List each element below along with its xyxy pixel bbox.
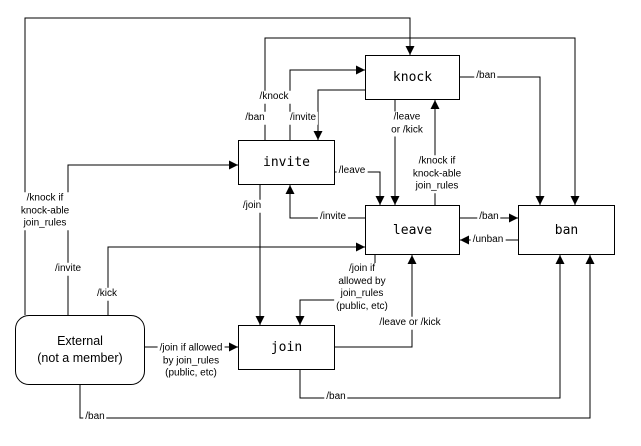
- node-knock: knock: [365, 55, 460, 100]
- edge-label-leave-to-ban: /ban: [477, 210, 501, 224]
- edge-knock-to-invite: [313, 89, 365, 140]
- edge-label-external-to-knock: /knock if knock-able join_rules: [18, 192, 72, 230]
- edge-label-external-to-leave: /kick: [95, 287, 119, 301]
- edge-label-leave-to-knock: /knock if knock-able join_rules: [410, 155, 464, 193]
- edge-label-join-to-ban: /ban: [324, 390, 348, 404]
- edge-label-invite-to-join: /join: [240, 199, 264, 213]
- edge-external-to-knock: [24, 17, 415, 315]
- edge-label-leave-to-invite: /invite: [317, 210, 349, 224]
- edge-label-invite-to-ban: /ban: [243, 111, 267, 125]
- node-invite: invite: [238, 140, 335, 185]
- edge-label-invite-to-knock: /knock: [257, 90, 291, 104]
- edge-label-knock-to-invite: /invite: [287, 111, 319, 125]
- edge-invite-to-knock: [289, 65, 365, 140]
- edge-external-to-leave: [107, 242, 365, 315]
- edge-label-ban-to-leave: /unban: [470, 233, 506, 247]
- edge-label-knock-to-leave: /leave or /kick: [389, 111, 425, 137]
- node-leave: leave: [365, 205, 460, 255]
- edge-label-external-to-join: /join if allowed by join_rules (public, …: [157, 342, 225, 380]
- edge-label-external-to-invite: /invite: [52, 262, 84, 276]
- edge-external-to-invite: [67, 160, 238, 315]
- edge-knock-to-ban: [460, 76, 545, 205]
- edge-join-to-ban: [299, 255, 565, 399]
- node-ban: ban: [518, 205, 615, 255]
- edge-label-knock-to-ban: /ban: [474, 69, 498, 83]
- edge-label-leave-to-join: /join if allowed by join_rules (public, …: [334, 263, 390, 313]
- edge-label-external-to-ban: /ban: [83, 410, 107, 424]
- node-join: join: [238, 325, 335, 370]
- edge-invite-to-ban: [264, 37, 580, 205]
- edge-external-to-ban: [79, 255, 595, 419]
- edge-label-join-to-leave: /leave or /kick: [377, 316, 443, 330]
- node-external: External (not a member): [15, 315, 145, 385]
- edge-label-invite-to-leave: /leave: [336, 164, 368, 178]
- edge-join-to-leave: [335, 255, 417, 348]
